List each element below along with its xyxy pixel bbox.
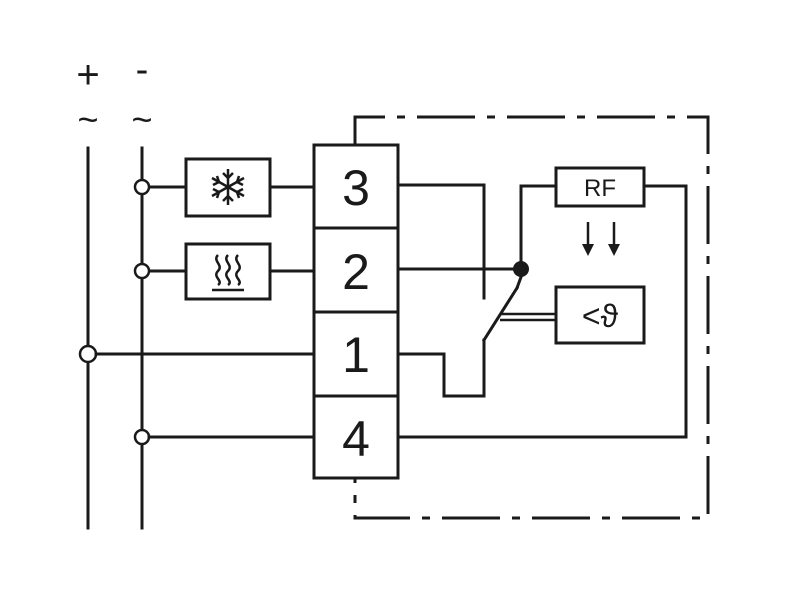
- rf-label: RF: [584, 175, 616, 202]
- node-negative-heating: [133, 262, 151, 280]
- node-negative-cooling: [133, 178, 151, 196]
- device-enclosure-dashed: [353, 115, 710, 520]
- wire-rf-to-terminal-4: [396, 184, 688, 439]
- snowflake-icon: [211, 169, 245, 205]
- relay-switch-pivot-top: [515, 275, 523, 290]
- terminal-4-label: 4: [342, 411, 370, 467]
- temperature-sensor-glyph: <ϑ: [582, 298, 619, 334]
- node-positive-terminal-1: [78, 344, 98, 364]
- positive-label: +: [76, 53, 99, 97]
- node-negative-terminal-4: [133, 428, 151, 446]
- terminal-3-label: 3: [342, 160, 370, 216]
- heat-waves-icon: [212, 254, 244, 292]
- wire-terminal-3-contact: [396, 183, 486, 300]
- temperature-sensor-box: [554, 285, 646, 345]
- negative-label: -: [136, 49, 149, 91]
- rf-signal-arrows-icon: [582, 222, 620, 256]
- ac-label-right: ~: [131, 99, 152, 140]
- wire-terminal-1-common: [396, 338, 486, 398]
- rf-module-box: [554, 166, 646, 208]
- terminal-2-label: 2: [342, 244, 370, 300]
- ac-label-left: ~: [77, 99, 98, 140]
- junction-dot: [513, 261, 529, 277]
- terminal-1-label: 1: [342, 327, 370, 383]
